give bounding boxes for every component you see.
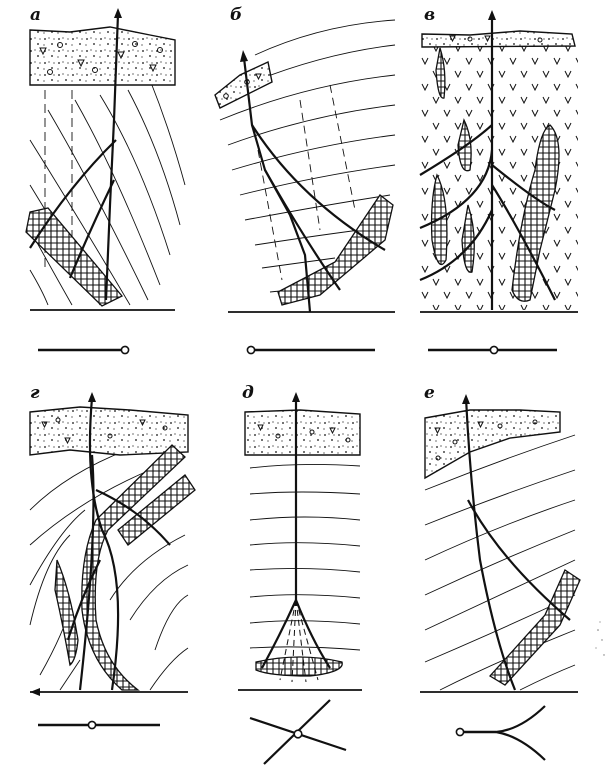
panel-a-scheme <box>38 345 130 355</box>
panel-b-scheme <box>246 345 375 355</box>
panel-b-boreholes <box>242 57 386 313</box>
panel-g-overburden <box>29 406 189 456</box>
panel-e-overburden <box>424 409 561 480</box>
panel-g: г <box>29 383 196 730</box>
panel-d-ore-body <box>255 656 343 677</box>
panel-e-borehole-arrow <box>462 394 470 404</box>
panel-v-boreholes <box>419 18 556 310</box>
panel-a-strata <box>29 79 186 306</box>
panel-g-boreholes <box>66 397 171 691</box>
panel-v-ore-lenses <box>430 47 560 302</box>
panel-e-overburden-symbols <box>434 419 538 461</box>
panel-d-strata <box>249 463 361 651</box>
panel-a-ore-body <box>25 207 124 307</box>
panel-e-label: е <box>424 383 435 403</box>
panel-g-label: г <box>30 383 40 403</box>
panel-b-ore-body <box>277 194 394 306</box>
panel-g-scheme <box>38 720 160 730</box>
scan-noise <box>595 621 605 656</box>
panel-b-dashed-lines <box>257 84 356 281</box>
panel-g-overburden-symbols <box>41 417 168 445</box>
panel-d-dashed-branches <box>279 599 319 683</box>
panel-a-dashed-lines <box>44 90 73 270</box>
panel-e: е <box>420 383 581 761</box>
panel-a-borehole-arrow <box>114 8 122 18</box>
panel-v: в <box>419 5 578 355</box>
panel-a: а <box>25 5 186 355</box>
panel-b-overburden <box>214 60 273 109</box>
panel-b: б <box>214 5 396 355</box>
panel-e-boreholes <box>464 397 571 691</box>
panel-e-ore-body <box>488 569 581 686</box>
panel-d: д <box>238 383 362 765</box>
panel-g-strata <box>29 444 189 691</box>
panel-v-scheme <box>428 345 557 355</box>
panel-d-overburden-symbols <box>257 424 351 443</box>
panel-v-overburden <box>421 30 576 48</box>
panel-a-boreholes <box>29 13 120 301</box>
panel-a-overburden-symbols <box>39 41 163 75</box>
panel-e-strata <box>424 434 576 691</box>
panel-v-overburden-symbols <box>449 35 543 43</box>
panel-a-overburden <box>29 26 176 86</box>
panel-e-scheme <box>455 705 546 761</box>
panel-a-label: а <box>30 5 41 25</box>
panel-g-ore-bodies <box>54 444 196 691</box>
panel-v-borehole-arrow <box>488 10 496 20</box>
panel-v-label: в <box>424 5 435 25</box>
panel-b-label: б <box>230 5 242 25</box>
panel-d-label: д <box>242 383 254 403</box>
panel-d-boreholes <box>261 398 331 669</box>
panel-d-overburden <box>244 409 361 456</box>
panel-d-borehole-arrow <box>292 392 300 402</box>
panel-g-baseline-tip <box>30 688 40 696</box>
panel-g-borehole-arrow <box>88 392 96 402</box>
panel-d-scheme <box>249 699 347 765</box>
panel-b-borehole-arrow <box>240 50 248 62</box>
